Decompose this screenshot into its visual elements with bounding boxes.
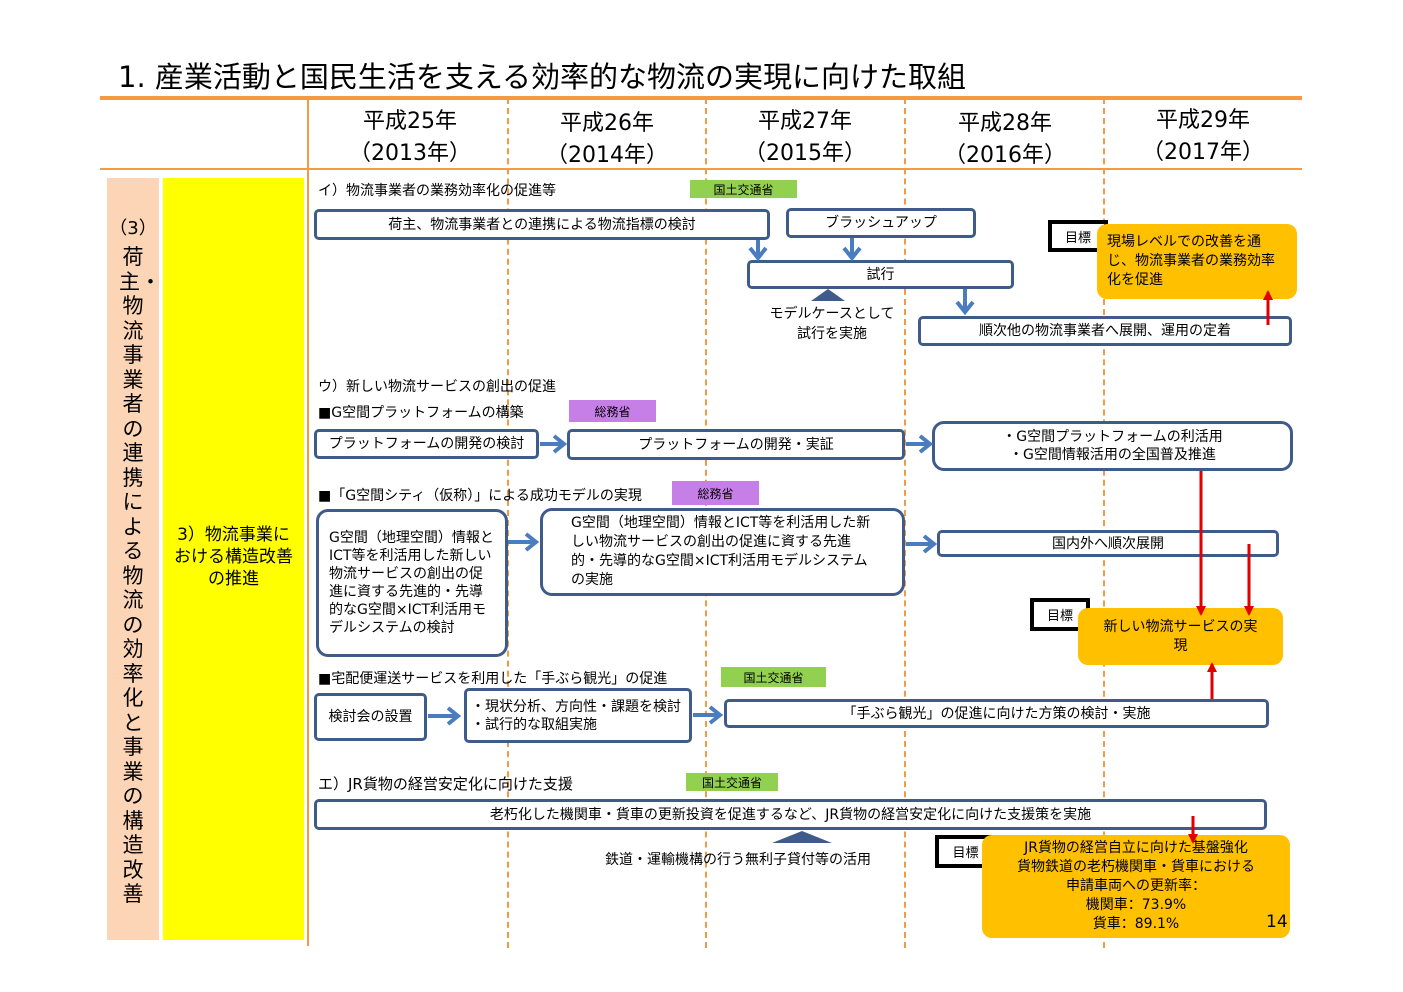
header-left-divider xyxy=(307,100,309,170)
year-label: 平成29年 xyxy=(1156,108,1250,133)
year-header-2014: 平成26年 （2014年） xyxy=(507,108,707,172)
logistics-index-box: 荷主、物流事業者との連携による物流指標の検討 xyxy=(314,209,770,240)
rollout-box: 順次他の物流事業者へ展開、運用の定着 xyxy=(918,316,1292,346)
year-separator xyxy=(507,98,509,948)
trial-box: 試行 xyxy=(747,260,1014,289)
year-label: 平成26年 xyxy=(560,111,654,136)
year-separator xyxy=(904,98,906,948)
category-label: 荷主・物流事業者の連携による物流の効率化と事業の構造改善 xyxy=(119,245,161,906)
support-triangle xyxy=(811,289,845,301)
section-i-heading: イ）物流事業者の業務効率化の促進等 xyxy=(318,183,556,199)
title-underline xyxy=(100,96,1302,100)
body-left-divider xyxy=(307,170,309,946)
brush-up-box: ブラッシュアップ xyxy=(786,208,976,238)
platform-use-line: ・G空間プラットフォームの利活用 xyxy=(1002,429,1223,445)
analysis-box: ・現状分析、方向性・課題を検討 ・試行的な取組実施 xyxy=(464,688,692,743)
page-number: 14 xyxy=(1266,912,1288,932)
loan-note: 鉄道・運輸機構の行う無利子貸付等の活用 xyxy=(605,852,871,868)
category-number: （3） xyxy=(109,218,157,239)
platform-study-box: プラットフォームの開発の検討 xyxy=(314,429,539,459)
g-city-heading: ■「G空間シティ（仮称）」による成功モデルの実現 xyxy=(318,488,642,504)
support-triangle xyxy=(772,831,832,843)
subcategory-column xyxy=(163,178,304,940)
year-sub: （2016年） xyxy=(944,143,1066,168)
year-header-2017: 平成29年 （2017年） xyxy=(1103,105,1303,169)
g-space-heading: ■G空間プラットフォームの構築 xyxy=(318,405,524,421)
target-line: 機関車：73.9% xyxy=(1085,897,1187,913)
section-u-heading: ウ）新しい物流サービスの創出の促進 xyxy=(318,379,556,395)
year-label: 平成25年 xyxy=(363,109,457,134)
year-sub: （2015年） xyxy=(744,141,866,166)
year-label: 平成28年 xyxy=(958,111,1052,136)
platform-dev-box: プラットフォームの開発・実証 xyxy=(567,429,905,460)
agency-badge: 国土交通省 xyxy=(686,773,778,791)
agency-badge: 国土交通省 xyxy=(690,180,797,198)
target-line: 申請車両への更新率： xyxy=(1066,878,1206,894)
rollout-domestic-box: 国内外へ順次展開 xyxy=(937,530,1279,557)
target-line: JR貨物の経営自立に向けた基盤強化 xyxy=(1024,840,1248,856)
year-label: 平成27年 xyxy=(758,109,852,134)
tebura-measures-box: 「手ぶら観光」の促進に向けた方策の検討・実施 xyxy=(724,699,1269,728)
committee-box: 検討会の設置 xyxy=(314,693,427,741)
agency-badge: 国土交通省 xyxy=(721,667,826,687)
year-sub: （2017年） xyxy=(1142,140,1264,165)
jr-freight-support-box: 老朽化した機関車・貨車の更新投資を促進するなど、JR貨物の経営安定化に向けた支援… xyxy=(314,799,1267,830)
model-case-note: モデルケースとして 試行を実施 xyxy=(769,306,895,342)
header-underline xyxy=(100,168,1302,170)
platform-use-line: ・G空間情報活用の全国普及推進 xyxy=(1009,447,1216,463)
year-separator xyxy=(1103,98,1105,948)
year-header-2013: 平成25年 （2013年） xyxy=(310,106,510,170)
g-city-study-box: G空間（地理空間）情報とICT等を利活用した新しい物流サービスの創出の促進に資す… xyxy=(316,509,508,657)
g-city-impl-box: G空間（地理空間）情報とICT等を利活用した新しい物流サービスの創出の促進に資す… xyxy=(540,508,905,596)
analysis-line: ・現状分析、方向性・課題を検討 xyxy=(471,698,681,715)
target-line: 貨物鉄道の老朽機関車・貨車における xyxy=(1017,859,1255,875)
jr-target-box: JR貨物の経営自立に向けた基盤強化 貨物鉄道の老朽機関車・貨車における 申請車両… xyxy=(982,835,1290,938)
year-header-2015: 平成27年 （2015年） xyxy=(705,106,905,170)
target-box: 新しい物流サービスの実現 xyxy=(1078,608,1283,665)
target-box: 現場レベルでの改善を通じ、物流事業者の業務効率化を促進 xyxy=(1097,224,1297,299)
year-sub: （2014年） xyxy=(546,143,668,168)
page-title: 1. 産業活動と国民生活を支える効率的な物流の実現に向けた取組 xyxy=(118,60,967,94)
year-sub: （2013年） xyxy=(349,141,471,166)
subcategory-label: 3）物流事業における構造改善の推進 xyxy=(174,525,293,589)
year-header-2016: 平成28年 （2016年） xyxy=(905,108,1105,172)
analysis-line: ・試行的な取組実施 xyxy=(471,716,597,733)
red-arrows xyxy=(1188,290,1273,844)
agency-badge: 総務省 xyxy=(569,400,656,422)
platform-use-box: ・G空間プラットフォームの利活用 ・G空間情報活用の全国普及推進 xyxy=(932,421,1293,471)
tebura-heading: ■宅配便運送サービスを利用した「手ぶら観光」の促進 xyxy=(318,671,668,687)
agency-badge: 総務省 xyxy=(672,481,759,505)
section-e-heading: エ）JR貨物の経営安定化に向けた支援 xyxy=(318,775,573,793)
category-column xyxy=(107,178,159,940)
target-line: 貨車：89.1% xyxy=(1092,916,1180,932)
